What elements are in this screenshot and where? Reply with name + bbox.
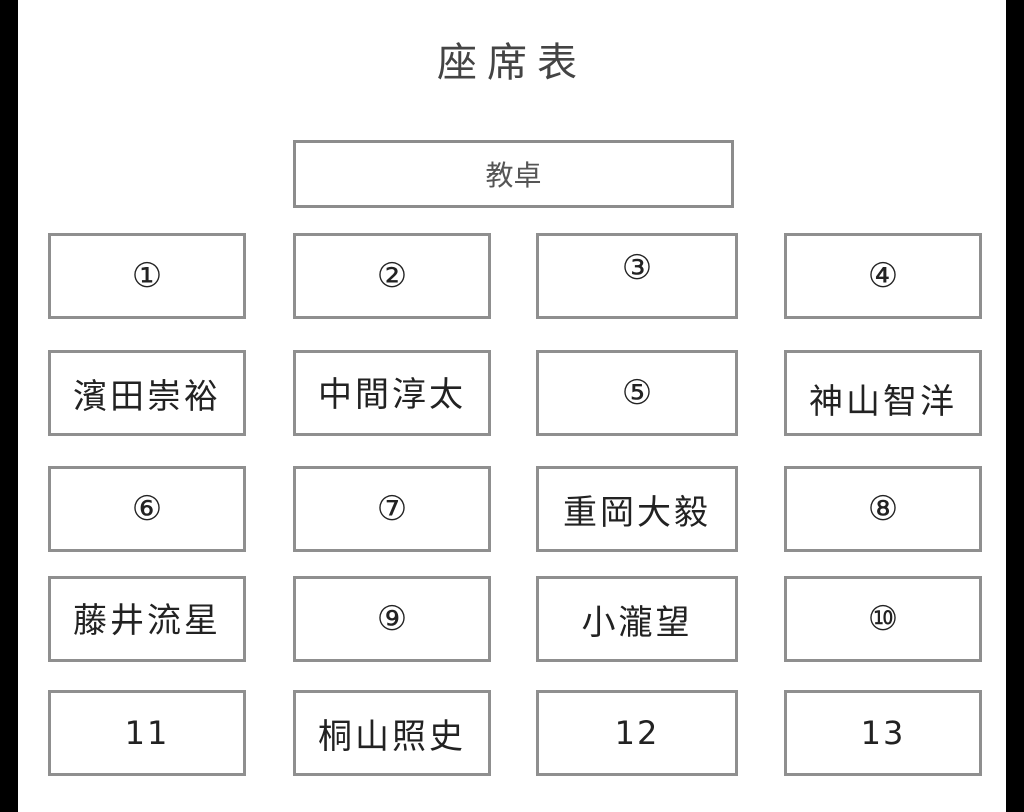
seat: 神山智洋	[784, 350, 982, 436]
seat: 11	[48, 690, 246, 776]
seat: ⑤	[536, 350, 738, 436]
seat: 濱田崇裕	[48, 350, 246, 436]
seat: 桐山照史	[293, 690, 491, 776]
seat: ③	[536, 233, 738, 319]
seat: 藤井流星	[48, 576, 246, 662]
seat: ④	[784, 233, 982, 319]
seat: ⑦	[293, 466, 491, 552]
seating-chart-sheet: 座席表 教卓 ① ② ③ ④ 濱田崇裕 中間淳太 ⑤ 神山智洋 ⑥ ⑦ 重岡大毅…	[18, 0, 1006, 812]
seat: 重岡大毅	[536, 466, 738, 552]
teacher-podium: 教卓	[293, 140, 734, 208]
seat: 中間淳太	[293, 350, 491, 436]
chart-title: 座席表	[437, 40, 587, 86]
seat: ②	[293, 233, 491, 319]
seat: 12	[536, 690, 738, 776]
seat: ①	[48, 233, 246, 319]
seat: ⑩	[784, 576, 982, 662]
seat: 小瀧望	[536, 576, 738, 662]
seat: ⑧	[784, 466, 982, 552]
seat: ⑨	[293, 576, 491, 662]
seat: ⑥	[48, 466, 246, 552]
seat: 13	[784, 690, 982, 776]
